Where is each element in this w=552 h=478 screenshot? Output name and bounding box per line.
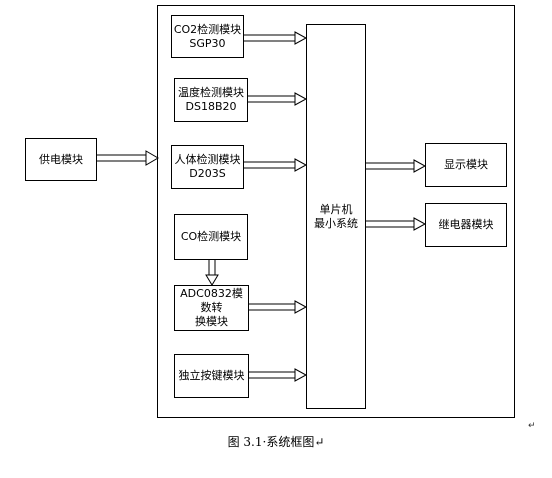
- mcu-box: 单片机 最小系统: [306, 24, 366, 409]
- arrow-mcu-to-relay: [366, 217, 427, 231]
- body-sensor-label: 人体检测模块: [174, 153, 241, 166]
- power-module-label: 供电模块: [39, 152, 83, 166]
- adc-module-box: ADC0832模数转 换模块: [174, 285, 249, 331]
- co2-sensor-model: SGP30: [189, 36, 226, 50]
- mcu-label-line1: 单片机: [319, 202, 353, 216]
- power-module-box: 供电模块: [25, 138, 97, 181]
- paragraph-mark: ↵: [528, 421, 536, 431]
- key-module-box: 独立按键模块: [174, 354, 249, 398]
- co2-sensor-label: CO2检测模块: [173, 22, 242, 36]
- arrow-key-to-mcu: [249, 368, 308, 382]
- co-sensor-box: CO检测模块: [174, 214, 248, 260]
- figure-caption: 图 3.1·系统框图↵: [227, 435, 325, 449]
- adc-module-label-line1: ADC0832模数转: [180, 287, 243, 314]
- display-module-box: 显示模块: [425, 143, 507, 187]
- arrow-mcu-to-display: [366, 159, 427, 173]
- arrow-body-to-mcu: [244, 158, 308, 172]
- display-module-label: 显示模块: [444, 158, 488, 171]
- arrow-adc-to-mcu: [249, 300, 308, 314]
- body-sensor-box: 人体检测模块 D203S: [171, 145, 244, 189]
- system-frame: [157, 5, 515, 418]
- co-sensor-label: CO检测模块: [180, 230, 242, 243]
- temperature-sensor-label: 温度检测模块: [178, 86, 244, 99]
- temperature-sensor-model: DS18B20: [185, 100, 237, 113]
- relay-module-label: 继电器模块: [438, 218, 494, 231]
- mcu-label-line2: 最小系统: [314, 216, 358, 230]
- arrow-co2-to-mcu: [244, 31, 308, 45]
- arrow-power-to-system: [97, 150, 159, 166]
- temperature-sensor-box: 温度检测模块 DS18B20: [174, 78, 248, 122]
- body-sensor-model: D203S: [189, 167, 226, 180]
- arrow-co-to-adc: [205, 260, 219, 286]
- arrow-temp-to-mcu: [248, 92, 308, 106]
- relay-module-box: 继电器模块: [425, 203, 507, 247]
- co2-sensor-box: CO2检测模块 SGP30: [171, 15, 244, 58]
- adc-module-label-line2: 换模块: [195, 315, 228, 328]
- key-module-label: 独立按键模块: [178, 369, 245, 382]
